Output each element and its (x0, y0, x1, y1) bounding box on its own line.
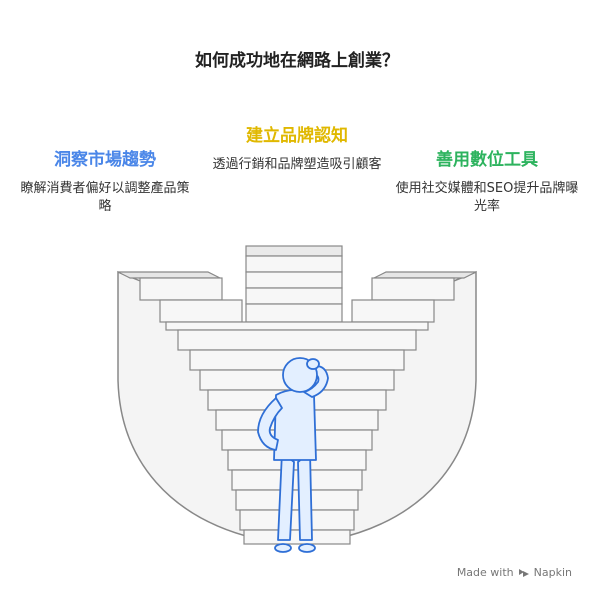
description-digital-tools: 使用社交媒體和SEO提升品牌曝光率 (395, 181, 579, 214)
napkin-brand-label: Napkin (533, 566, 572, 579)
heading-brand-awareness: 建立品牌認知 (246, 126, 348, 146)
person-left-arm (257, 397, 283, 451)
person-right-leg (297, 451, 313, 541)
description-brand-awareness: 透過行銷和品牌塑造吸引顧客 (212, 157, 382, 172)
top-right-steps (351, 271, 477, 323)
description-market-trends: 瞭解消費者偏好以調整產品策略 (20, 181, 190, 214)
person-torso (273, 389, 317, 461)
made-with-label: Made with (456, 566, 514, 579)
top-center-tower (245, 245, 343, 323)
heading-market-trends: 洞察市場趨勢 (54, 150, 156, 170)
heading-digital-tools: 善用數位工具 (436, 150, 538, 170)
top-left-steps (117, 271, 243, 323)
thinking-person (257, 357, 329, 553)
napkin-footer[interactable]: Made with Napkin (457, 566, 572, 579)
diagram-title: 如何成功地在網路上創業？ (195, 51, 399, 71)
stair-treads (165, 321, 429, 545)
napkin-logo-icon (518, 568, 529, 577)
